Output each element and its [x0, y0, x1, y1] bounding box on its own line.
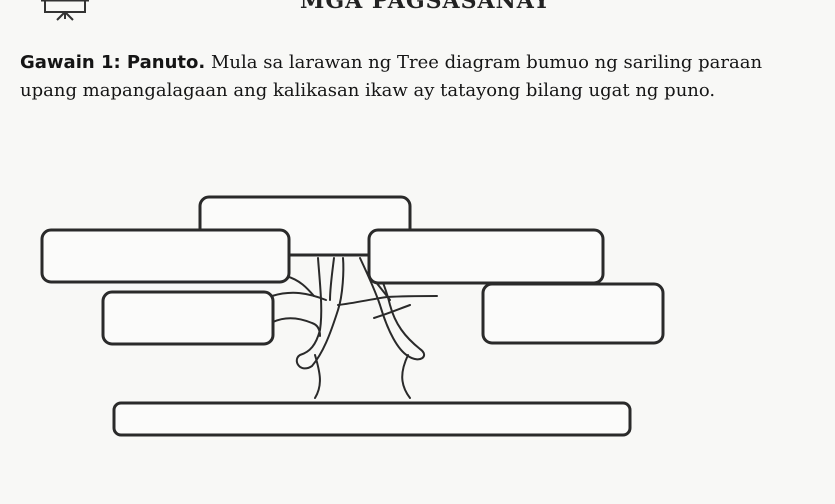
tree-branch-left — [271, 291, 327, 301]
diagram-box — [40, 228, 291, 284]
instructions: Gawain 1: Panuto. Mula sa larawan ng Tre… — [20, 49, 810, 105]
instructions-text: Mula sa larawan ng Tree diagram bumuo ng… — [20, 52, 763, 101]
section-title: MGA PAGSASANAY — [300, 0, 551, 14]
tree-branch-center — [329, 257, 335, 301]
tree-trunk-right — [359, 257, 426, 361]
diagram-box — [112, 401, 632, 437]
tree-branch-right-lower — [373, 304, 411, 319]
tree-branch-left-lower — [272, 317, 321, 337]
header: MGA PAGSASANAY — [0, 0, 835, 22]
diagram-box — [101, 290, 275, 346]
tree-trunk-left — [295, 257, 345, 370]
diagram-box — [481, 282, 665, 345]
tree-root-line — [401, 354, 411, 399]
tree-diagram — [40, 195, 665, 437]
diagram-box — [367, 228, 605, 285]
task-label: Gawain 1: Panuto. — [20, 52, 206, 73]
presentation-board-icon — [41, 0, 89, 21]
